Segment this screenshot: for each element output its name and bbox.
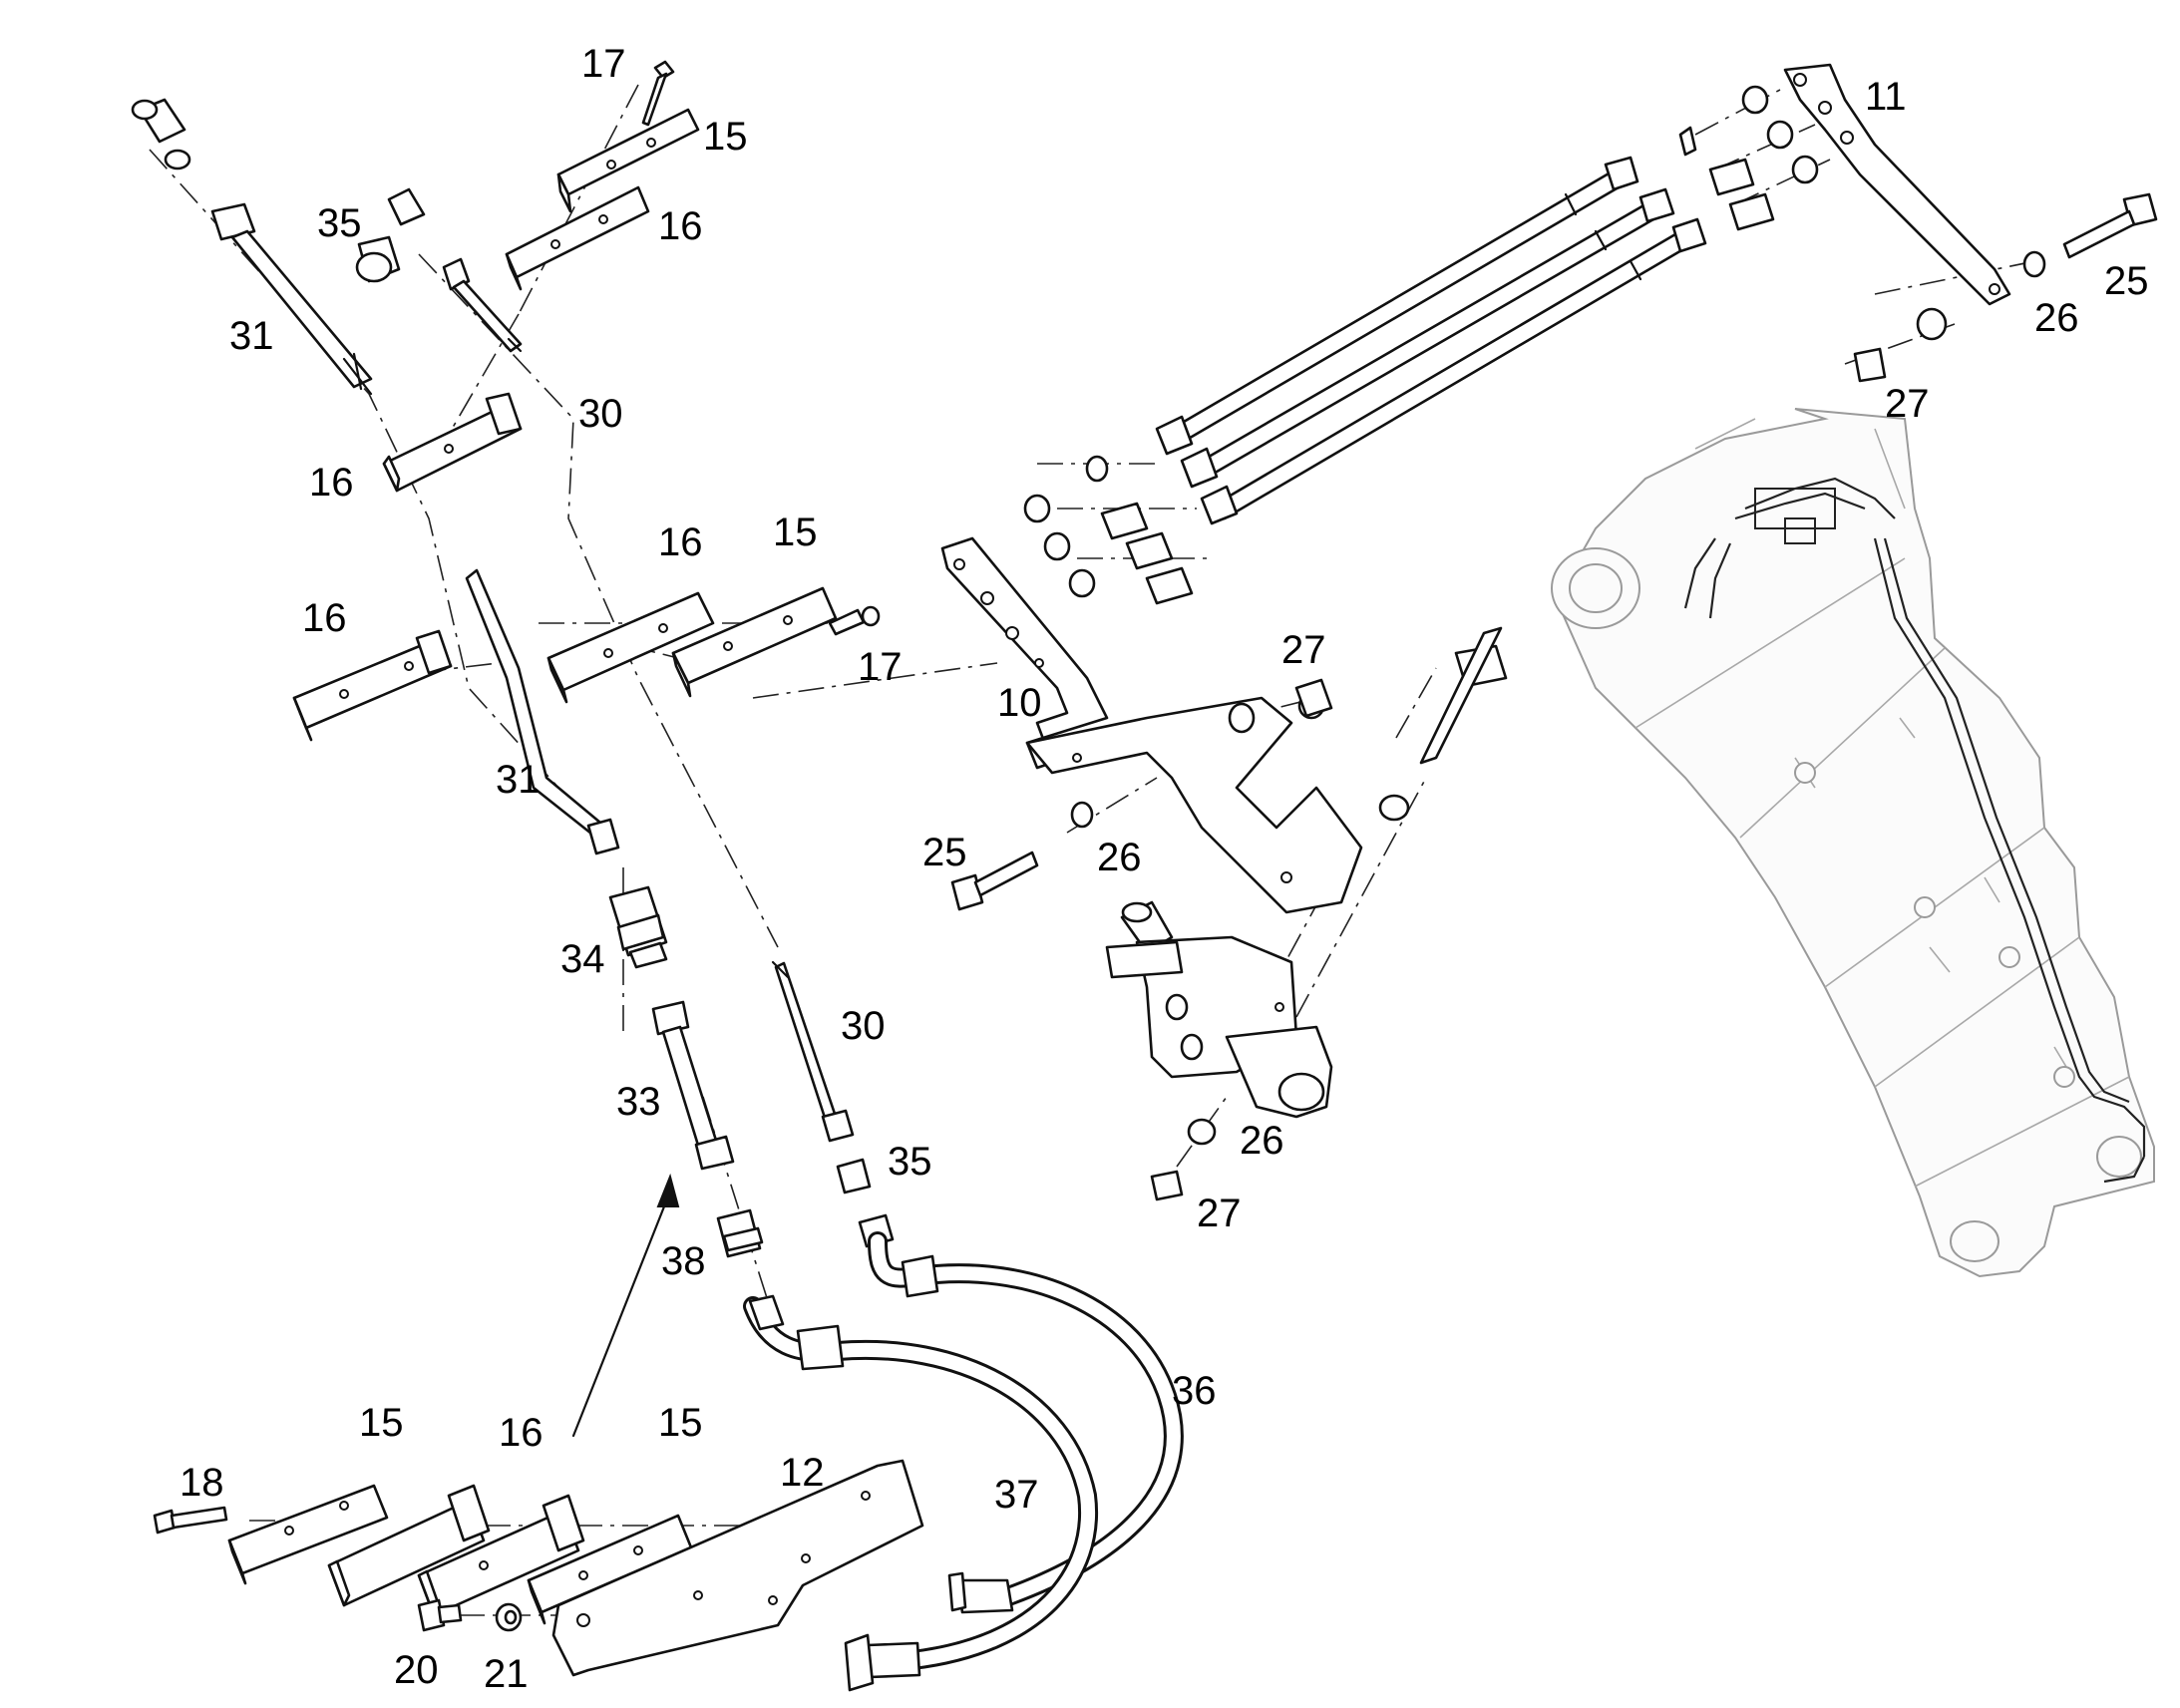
callout-35-top: 35: [317, 201, 362, 245]
callout-16-mid: 16: [658, 520, 703, 564]
callout-15-mid: 15: [773, 511, 818, 554]
callout-26-top: 26: [2034, 296, 2079, 340]
callout-31-top: 31: [229, 314, 274, 358]
callout-16-top: 16: [658, 204, 703, 248]
hose-fittings-right: [1678, 85, 1819, 231]
clamp-16-mid: [382, 392, 523, 493]
bolt-25-mid: [950, 626, 1508, 911]
hose-fittings-left: [1023, 455, 1194, 605]
callout-25-mid: 25: [922, 831, 967, 874]
pipe-30-lower: [771, 960, 895, 1248]
callout-36: 36: [1172, 1369, 1217, 1413]
callout-30-top: 30: [578, 392, 623, 436]
callout-35-mid: 35: [888, 1140, 932, 1184]
tube-33: [651, 1000, 735, 1171]
callout-31-mid: 31: [496, 758, 541, 802]
fitting-38: [716, 1208, 764, 1258]
callout-16-bottom: 16: [499, 1411, 544, 1455]
fitting-34: [608, 885, 668, 969]
boom-arm: [1551, 408, 2155, 1278]
clamp-cluster-mid: [292, 586, 881, 742]
callout-labels: 17 15 35 16 31 30 16 16 15 16 17 31 34 3…: [180, 42, 2149, 1696]
callout-15-top: 15: [703, 115, 748, 159]
arrow-indicator: [571, 1173, 680, 1438]
callout-15-bottom: 15: [658, 1401, 703, 1445]
callout-15-bottom-left: 15: [359, 1401, 404, 1445]
clamp-top: [505, 60, 700, 291]
callout-21: 21: [484, 1652, 529, 1696]
bracket-mid: [1025, 696, 1363, 914]
callout-16-left: 16: [302, 596, 347, 640]
callout-17-mid: 17: [858, 645, 903, 689]
callout-17-top: 17: [581, 42, 626, 86]
callout-26-mid: 26: [1097, 836, 1142, 879]
bracket-10: [940, 536, 1109, 770]
callout-18: 18: [180, 1461, 224, 1505]
hose-37: [743, 1294, 1099, 1692]
pipe-30-upper: [442, 257, 523, 353]
solenoid-valve: [1105, 900, 1333, 1201]
hose-36: [868, 1231, 1184, 1614]
bolt-20-washer-21: [417, 1598, 523, 1632]
callout-10: 10: [997, 681, 1042, 725]
callout-16-mid-left: 16: [309, 461, 354, 505]
bolt-25-top: [1853, 192, 2158, 383]
callout-27-bottom: 27: [1197, 1192, 1242, 1235]
pipe-31-upper: [131, 98, 373, 396]
callout-26-bottom: 26: [1240, 1119, 1284, 1163]
hoses-parallel: [1155, 156, 1707, 525]
callout-33: 33: [616, 1080, 661, 1124]
callout-20: 20: [394, 1648, 439, 1692]
callout-37: 37: [994, 1473, 1039, 1517]
bracket-12: [551, 1459, 924, 1677]
callout-11: 11: [1865, 75, 1907, 119]
callout-34: 34: [560, 937, 605, 981]
callout-12: 12: [780, 1451, 825, 1495]
bolt-18: [153, 1506, 228, 1535]
callout-27-mid: 27: [1281, 628, 1326, 672]
bracket-11: [1783, 63, 2011, 306]
callout-38: 38: [661, 1239, 706, 1283]
callout-27-top: 27: [1885, 382, 1930, 426]
fitting-35-upper: [355, 187, 426, 283]
callout-30-mid: 30: [841, 1004, 886, 1048]
callout-25-top: 25: [2104, 259, 2149, 303]
pipe-31-lower: [465, 568, 620, 855]
